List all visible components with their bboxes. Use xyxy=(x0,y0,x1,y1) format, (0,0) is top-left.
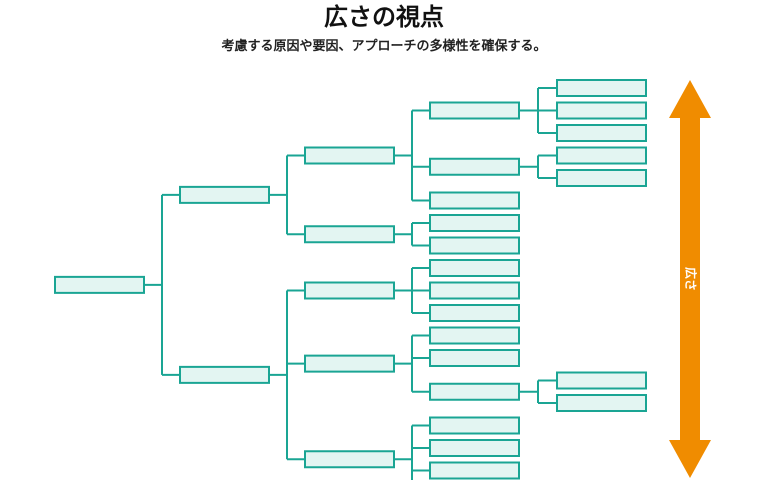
tree-node-1-1-1-3 xyxy=(556,124,647,142)
tree-node-1-1-connector xyxy=(394,109,430,202)
tree-node-2-3-2 xyxy=(429,439,520,457)
tree-node-2-2-3-1 xyxy=(556,371,647,390)
tree-node-2-1-connector xyxy=(394,267,430,314)
tree-node-2-2-2 xyxy=(429,349,520,367)
tree-node-2-1-1 xyxy=(429,259,520,277)
breadth-arrow-shape xyxy=(669,80,711,478)
breadth-arrow: 広さ xyxy=(669,80,711,478)
tree-node-1-1-2-2 xyxy=(556,169,647,187)
tree-node-1 xyxy=(179,185,270,204)
tree-node-2-2-3-connector xyxy=(519,379,557,404)
page-title: 広さの視点 xyxy=(324,3,444,31)
tree-node-2-2-3-2 xyxy=(556,394,647,412)
tree-node-1-2-connector xyxy=(394,222,430,247)
breadth-arrow-label: 広さ xyxy=(684,267,699,291)
tree-node-1-1-1-1 xyxy=(556,79,647,97)
page-subtitle: 考慮する原因や要因、アプローチの多様性を確保する。 xyxy=(221,39,547,54)
tree-node-1-1-2-connector xyxy=(519,154,557,179)
tree-node-2-3-1 xyxy=(429,416,520,435)
tree-node-2-connector xyxy=(269,289,305,461)
tree-node-1-2 xyxy=(304,225,395,244)
tree-node-2-2 xyxy=(304,354,395,373)
tree-node-2-1 xyxy=(304,281,395,300)
tree-node-2-1-2 xyxy=(429,281,520,300)
tree-node-1-1-2-1 xyxy=(556,146,647,165)
tree-nodes xyxy=(54,79,647,480)
tree-node-1-1-1-connector xyxy=(519,87,557,134)
tree-node-1-2-2 xyxy=(429,236,520,255)
tree-node-1-1-1 xyxy=(429,101,520,120)
tree-node-1-1-2 xyxy=(429,157,520,176)
tree-node-2-3-3 xyxy=(429,461,520,480)
tree-node-2-2-1 xyxy=(429,326,520,345)
tree-node-1-1-3 xyxy=(429,191,520,210)
tree-node-2-3 xyxy=(304,450,395,469)
tree-node-1-connector xyxy=(269,154,305,236)
tree-node-1-1-1-2 xyxy=(556,101,647,120)
tree-node-connector xyxy=(144,193,180,376)
tree-connectors xyxy=(144,87,557,480)
tree-node-2-2-3 xyxy=(429,382,520,401)
tree-node-2 xyxy=(179,365,270,384)
tree-node-1-2-1 xyxy=(429,214,520,232)
tree-node-1-1 xyxy=(304,146,395,165)
tree-node-2-1-3 xyxy=(429,304,520,322)
tree-node-2-3-connector xyxy=(394,424,430,480)
tree-node-2-2-connector xyxy=(394,334,430,393)
tree-node xyxy=(54,275,145,294)
